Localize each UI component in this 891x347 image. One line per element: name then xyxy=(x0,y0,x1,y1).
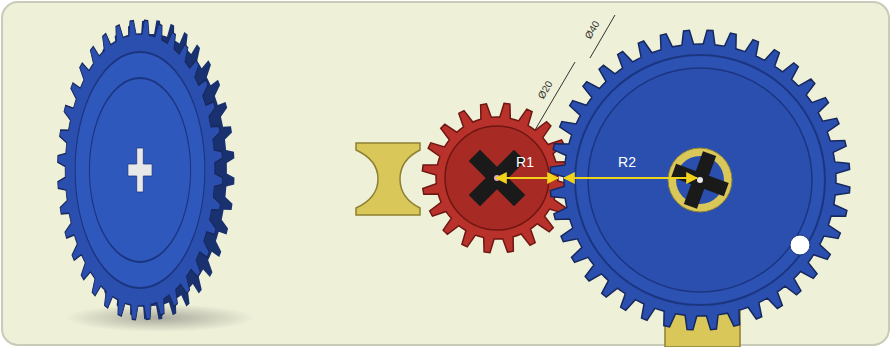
axle-dot xyxy=(697,177,703,183)
gear-hole xyxy=(790,235,810,255)
gear-ring xyxy=(575,55,825,305)
gear-ring xyxy=(588,68,812,292)
gear-body xyxy=(58,20,223,320)
gear-ring xyxy=(89,78,190,262)
yellow-beam xyxy=(356,143,420,215)
radius-label: R2 xyxy=(618,155,636,169)
hub-ring xyxy=(668,148,732,212)
gears xyxy=(58,20,850,330)
gear-ring xyxy=(75,52,205,288)
blue-gear xyxy=(550,30,850,330)
radius-label: R1 xyxy=(516,155,534,169)
red-gear xyxy=(422,103,571,252)
axle-cross xyxy=(664,144,736,216)
radius-arrow xyxy=(496,177,558,179)
radius-arrow xyxy=(564,177,697,179)
gear-body xyxy=(422,103,571,252)
blue-gear-perspective xyxy=(58,20,235,320)
dimension-line xyxy=(535,62,575,130)
axle-hole xyxy=(128,148,152,192)
gear-body xyxy=(550,30,850,330)
